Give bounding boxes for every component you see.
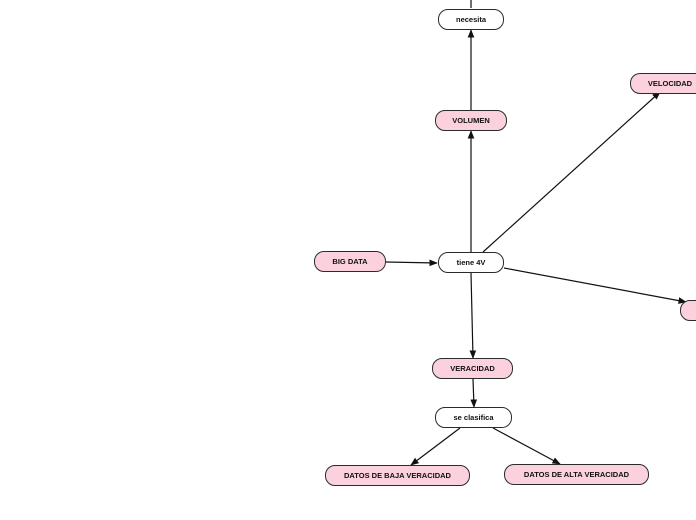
node-velocidad[interactable]: VELOCIDAD: [630, 73, 696, 94]
edge-bigdata-to-tiene4v: [385, 259, 438, 267]
node-tiene-4v[interactable]: tiene 4V: [438, 252, 504, 273]
node-necesita[interactable]: necesita: [438, 9, 504, 30]
node-se-clasifica[interactable]: se clasifica: [435, 407, 512, 428]
edge-seclasifica-to-alta: [492, 427, 561, 465]
node-datos-baja-veracidad[interactable]: DATOS DE BAJA VERACIDAD: [325, 465, 470, 486]
edge-seclasifica-to-baja: [410, 427, 461, 466]
node-big-data[interactable]: BIG DATA: [314, 251, 386, 272]
edge-tiene4v-to-variedad: [503, 267, 687, 304]
node-variedad[interactable]: [680, 300, 696, 321]
node-veracidad[interactable]: VERACIDAD: [432, 358, 513, 379]
node-datos-alta-veracidad[interactable]: DATOS DE ALTA VERACIDAD: [504, 464, 649, 485]
node-volumen[interactable]: VOLUMEN: [435, 110, 507, 131]
edge-tiene4v-to-veracidad: [469, 272, 477, 359]
edge-tiene4v-to-velocidad: [482, 91, 661, 253]
edge-veracidad-to-seclasifica: [470, 378, 478, 408]
